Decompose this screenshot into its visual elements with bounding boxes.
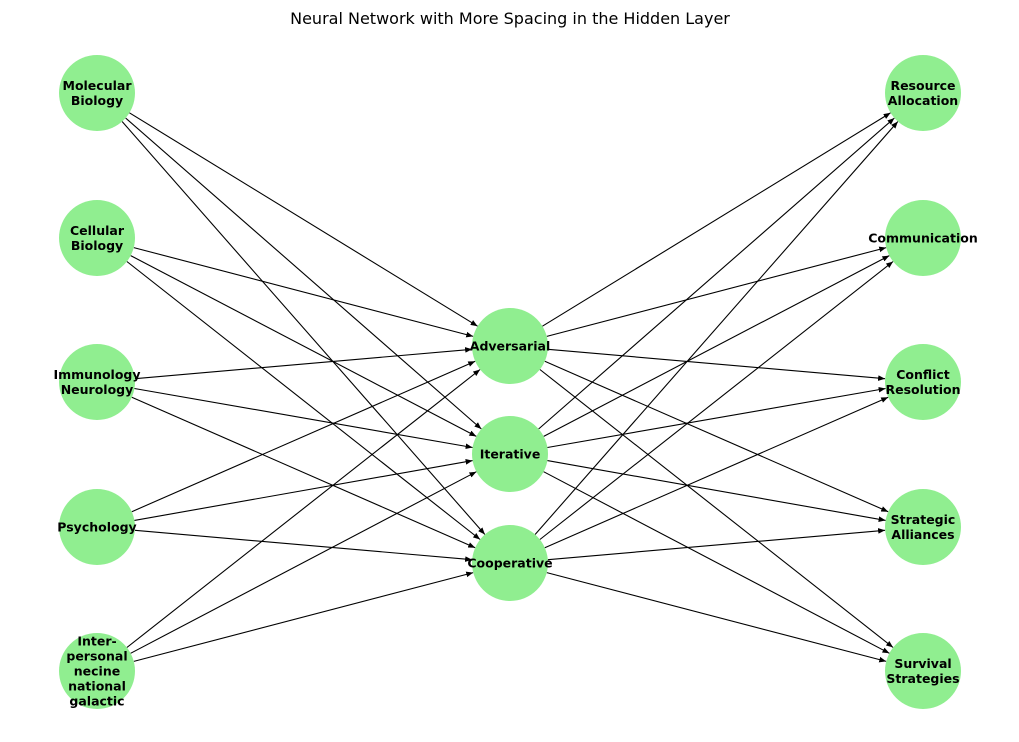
node-label-line: Strategic [891,512,956,527]
node-circle [59,489,135,565]
node-label-line: Alliances [891,527,954,542]
edge-cooperative-to-strategic-alliances [547,528,886,561]
node-label-line: Inter- [77,634,116,649]
node-label-line: Iterative [480,447,541,462]
edge-immunology-neurology-to-iterative [134,387,473,450]
node-label: Communication [868,231,978,246]
node-label-line: necine [74,664,120,679]
edge-cellular-biology-to-cooperative [126,261,481,540]
node-circle [59,55,135,131]
edge-immunology-neurology-to-adversarial [134,347,473,380]
edge-interpersonal-to-cooperative [133,571,474,662]
edge-interpersonal-to-adversarial [126,369,481,648]
edge-iterative-to-resource-allocation [538,117,895,430]
node-circle [885,344,961,420]
node-label: Cooperative [467,556,552,571]
edge-cellular-biology-to-iterative [130,255,477,437]
node-label-line: galactic [69,694,124,709]
diagram-title: Neural Network with More Spacing in the … [290,9,730,28]
node-label-line: Conflict [896,367,950,382]
node-circle [885,200,961,276]
node-circle [472,416,548,492]
node-circle [472,308,548,384]
node-circle [885,633,961,709]
edge-iterative-to-communication [543,255,890,437]
edge-iterative-to-survival-strategies [543,471,890,654]
edge-adversarial-to-resource-allocation [542,112,891,327]
edge-iterative-to-strategic-alliances [547,460,886,522]
node-communication: Communication [868,200,978,276]
edges-group [121,112,899,663]
node-label-line: Neurology [61,382,134,397]
node-label-line: personal [66,649,127,664]
node-circle [885,489,961,565]
node-label-line: Adversarial [470,339,550,354]
edge-iterative-to-conflict-resolution [547,386,886,449]
edge-adversarial-to-survival-strategies [539,369,894,648]
node-label-line: Resolution [885,382,960,397]
edge-cooperative-to-conflict-resolution [544,396,889,549]
edge-cooperative-to-survival-strategies [546,572,887,663]
node-label-line: Biology [71,238,123,253]
node-circle [59,200,135,276]
node-circle [885,55,961,131]
edge-adversarial-to-conflict-resolution [547,348,886,381]
edge-molecular-biology-to-adversarial [129,112,478,327]
node-label-line: Allocation [888,93,958,108]
edge-cooperative-to-communication [539,261,894,540]
edge-psychology-to-adversarial [131,360,476,513]
node-label-line: Molecular [63,78,133,93]
edge-adversarial-to-strategic-alliances [544,360,889,513]
edge-immunology-neurology-to-cooperative [131,396,476,549]
node-label-line: Biology [71,93,123,108]
edge-cellular-biology-to-adversarial [133,247,474,338]
node-label-line: Cooperative [467,556,552,571]
node-label-line: Resource [890,78,955,93]
node-adversarial: Adversarial [470,308,550,384]
node-circle [59,633,135,709]
node-label-line: Immunology [53,367,140,382]
node-label: Iterative [480,447,541,462]
edge-psychology-to-cooperative [134,529,473,562]
node-label-line: Communication [868,231,978,246]
edge-psychology-to-iterative [134,459,473,521]
edge-interpersonal-to-iterative [130,471,477,654]
edge-adversarial-to-communication [546,246,887,337]
node-label: Psychology [57,520,136,535]
node-circle [472,525,548,601]
node-label-line: Cellular [70,223,125,238]
node-label: Adversarial [470,339,550,354]
node-psychology: Psychology [57,489,137,565]
node-label-line: Survival [894,656,951,671]
node-iterative: Iterative [472,416,548,492]
node-label-line: Strategies [886,671,959,686]
node-label-line: Psychology [57,520,136,535]
edge-molecular-biology-to-iterative [125,117,482,430]
edge-molecular-biology-to-cooperative [121,121,486,535]
node-cooperative: Cooperative [467,525,553,601]
node-label-line: national [68,679,126,694]
edge-cooperative-to-resource-allocation [534,121,899,535]
node-circle [59,344,135,420]
